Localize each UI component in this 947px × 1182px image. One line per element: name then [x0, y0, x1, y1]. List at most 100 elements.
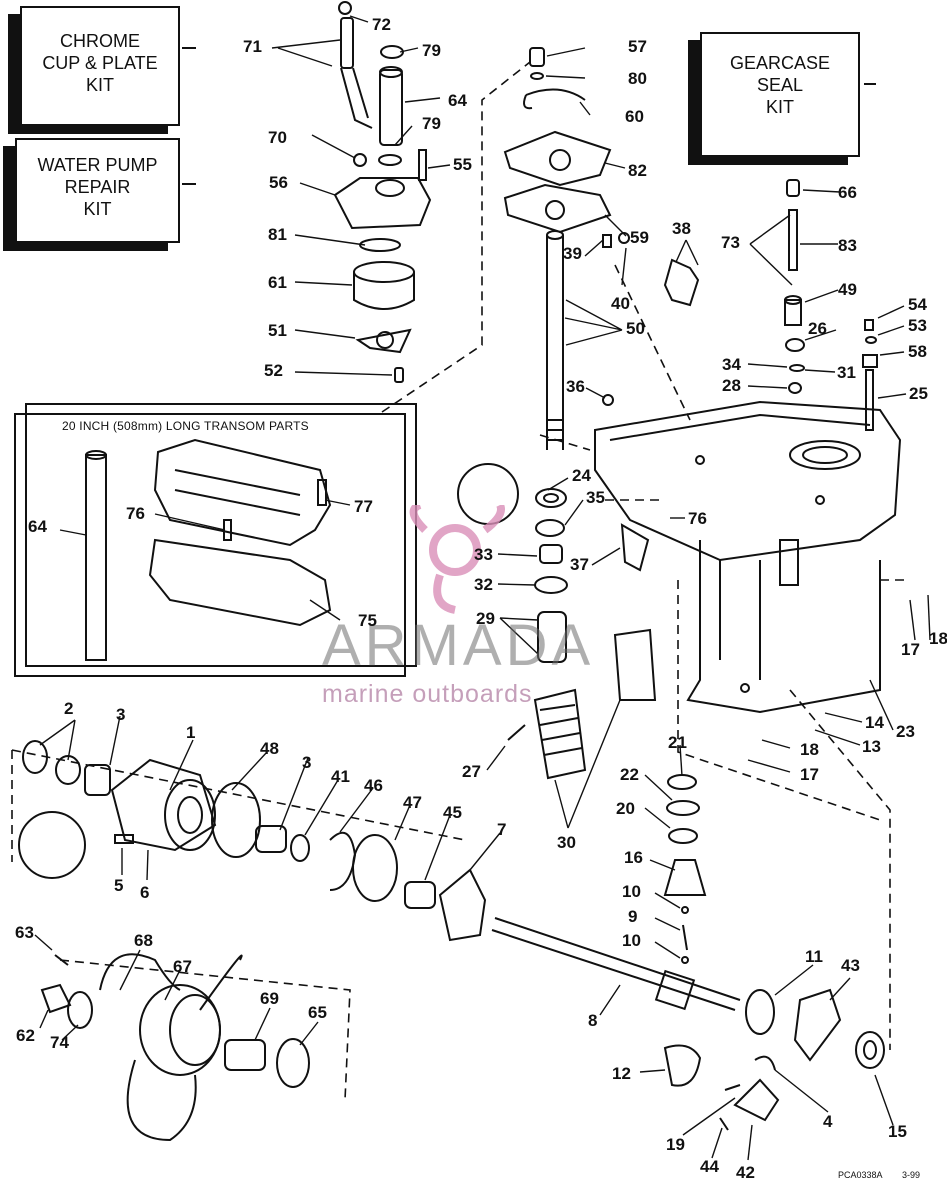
part-callout: 18	[800, 740, 819, 759]
part-callout: 18	[929, 629, 947, 648]
kit-line: KIT	[83, 199, 112, 219]
inset-title: 20 INCH (508mm) LONG TRANSOM PARTS	[62, 419, 309, 433]
part-callout: 19	[666, 1135, 685, 1154]
kit-line: REPAIR	[64, 177, 131, 197]
part-callout: 27	[462, 762, 481, 781]
part-callout: 36	[566, 377, 585, 396]
bearing-carrier	[18, 740, 487, 942]
part-callout: 38	[672, 219, 691, 238]
part-callout: 16	[624, 848, 643, 867]
part-callout: 5	[114, 876, 124, 895]
part-callout: 73	[721, 233, 740, 252]
part-callout: 32	[474, 575, 493, 594]
part-callout: 51	[268, 321, 287, 340]
gearcase-housing	[594, 400, 902, 714]
part-callout: 1	[186, 723, 196, 742]
part-callout: 64	[448, 91, 467, 110]
kit-line: SEAL	[756, 75, 804, 95]
part-callout: 47	[403, 793, 422, 812]
kit-line: KIT	[85, 75, 114, 95]
part-callout: 56	[269, 173, 288, 192]
part-callout: 35	[586, 488, 605, 507]
part-callout: 52	[264, 361, 283, 380]
part-callout: 79	[422, 114, 441, 133]
part-callout: 39	[563, 244, 582, 263]
part-callout: 64	[28, 517, 47, 536]
part-callout: 67	[173, 957, 192, 976]
part-callout: 22	[620, 765, 639, 784]
kit-line: CUP & PLATE	[42, 53, 158, 73]
kit-box-water-pump-repair: WATER PUMP REPAIR KIT	[15, 138, 180, 243]
shift-rod	[784, 179, 878, 431]
part-callout: 4	[823, 1112, 833, 1131]
part-callout: 44	[700, 1157, 719, 1176]
shift-clip	[663, 1044, 780, 1131]
kit-line: WATER PUMP	[37, 155, 158, 175]
watermark-tagline: marine outboards	[322, 680, 533, 708]
kit-line: GEARCASE	[729, 53, 831, 73]
part-callout: 46	[364, 776, 383, 795]
part-callout: 7	[497, 820, 507, 839]
kit-box-gearcase-seal: GEARCASE SEAL KIT	[700, 32, 860, 157]
part-callout: 53	[908, 316, 927, 335]
part-callout: 72	[372, 15, 391, 34]
part-callout: 66	[838, 183, 857, 202]
part-callout: 77	[354, 497, 373, 516]
watermark-brand: ARMADA	[322, 613, 595, 678]
part-callout: 81	[268, 225, 287, 244]
part-callout: 82	[628, 161, 647, 180]
part-callout: 42	[736, 1163, 755, 1182]
part-callout: 48	[260, 739, 279, 758]
part-callout: 10	[622, 882, 641, 901]
part-callout: 6	[140, 883, 150, 902]
part-callout: 26	[808, 319, 827, 338]
part-callout: 63	[15, 923, 34, 942]
part-callout: 58	[908, 342, 927, 361]
part-callout: 28	[722, 376, 741, 395]
part-callout: 20	[616, 799, 635, 818]
part-callout: 55	[453, 155, 472, 174]
inset-frame	[14, 403, 417, 677]
part-callout: 57	[628, 37, 647, 56]
part-callout: 17	[800, 765, 819, 784]
part-callout: 62	[16, 1026, 35, 1045]
part-callout: 80	[628, 69, 647, 88]
kit-line: CHROME	[60, 31, 140, 51]
part-callout: 65	[308, 1003, 327, 1022]
part-callout: 24	[572, 466, 591, 485]
pump-plates	[503, 47, 612, 234]
part-callout: 70	[268, 128, 287, 147]
part-callout: 29	[476, 609, 495, 628]
propeller-shaft	[491, 917, 885, 1069]
part-callout: 30	[557, 833, 576, 852]
part-callout: 25	[909, 384, 928, 403]
part-callout: 13	[862, 737, 881, 756]
part-callout: 43	[841, 956, 860, 975]
part-callout: 33	[474, 545, 493, 564]
water-pump-assembly	[333, 1, 432, 383]
part-callout: 31	[837, 363, 856, 382]
footer-date: 3-99	[902, 1170, 921, 1180]
kit-box-chrome-cup-plate: CHROME CUP & PLATE KIT	[20, 6, 180, 126]
part-callout: 21	[668, 733, 687, 752]
part-callout: 45	[443, 803, 462, 822]
part-callout: 74	[50, 1033, 69, 1052]
part-callout: 76	[688, 509, 707, 528]
part-callout: 54	[908, 295, 927, 314]
part-callout: 49	[838, 280, 857, 299]
part-callout: 69	[260, 989, 279, 1008]
part-callout: 79	[422, 41, 441, 60]
part-callout: 75	[358, 611, 377, 630]
part-callout: 10	[622, 931, 641, 950]
part-callout: 11	[805, 947, 823, 966]
part-callout: 34	[722, 355, 741, 374]
part-callout: 3	[302, 753, 312, 772]
propeller	[40, 953, 310, 1142]
drive-shaft	[546, 230, 700, 450]
part-callout: 17	[901, 640, 920, 659]
part-callout: 2	[64, 699, 74, 718]
part-callout: 23	[896, 722, 915, 741]
watermark-logo-icon	[409, 505, 505, 614]
part-callout: 14	[865, 713, 884, 732]
